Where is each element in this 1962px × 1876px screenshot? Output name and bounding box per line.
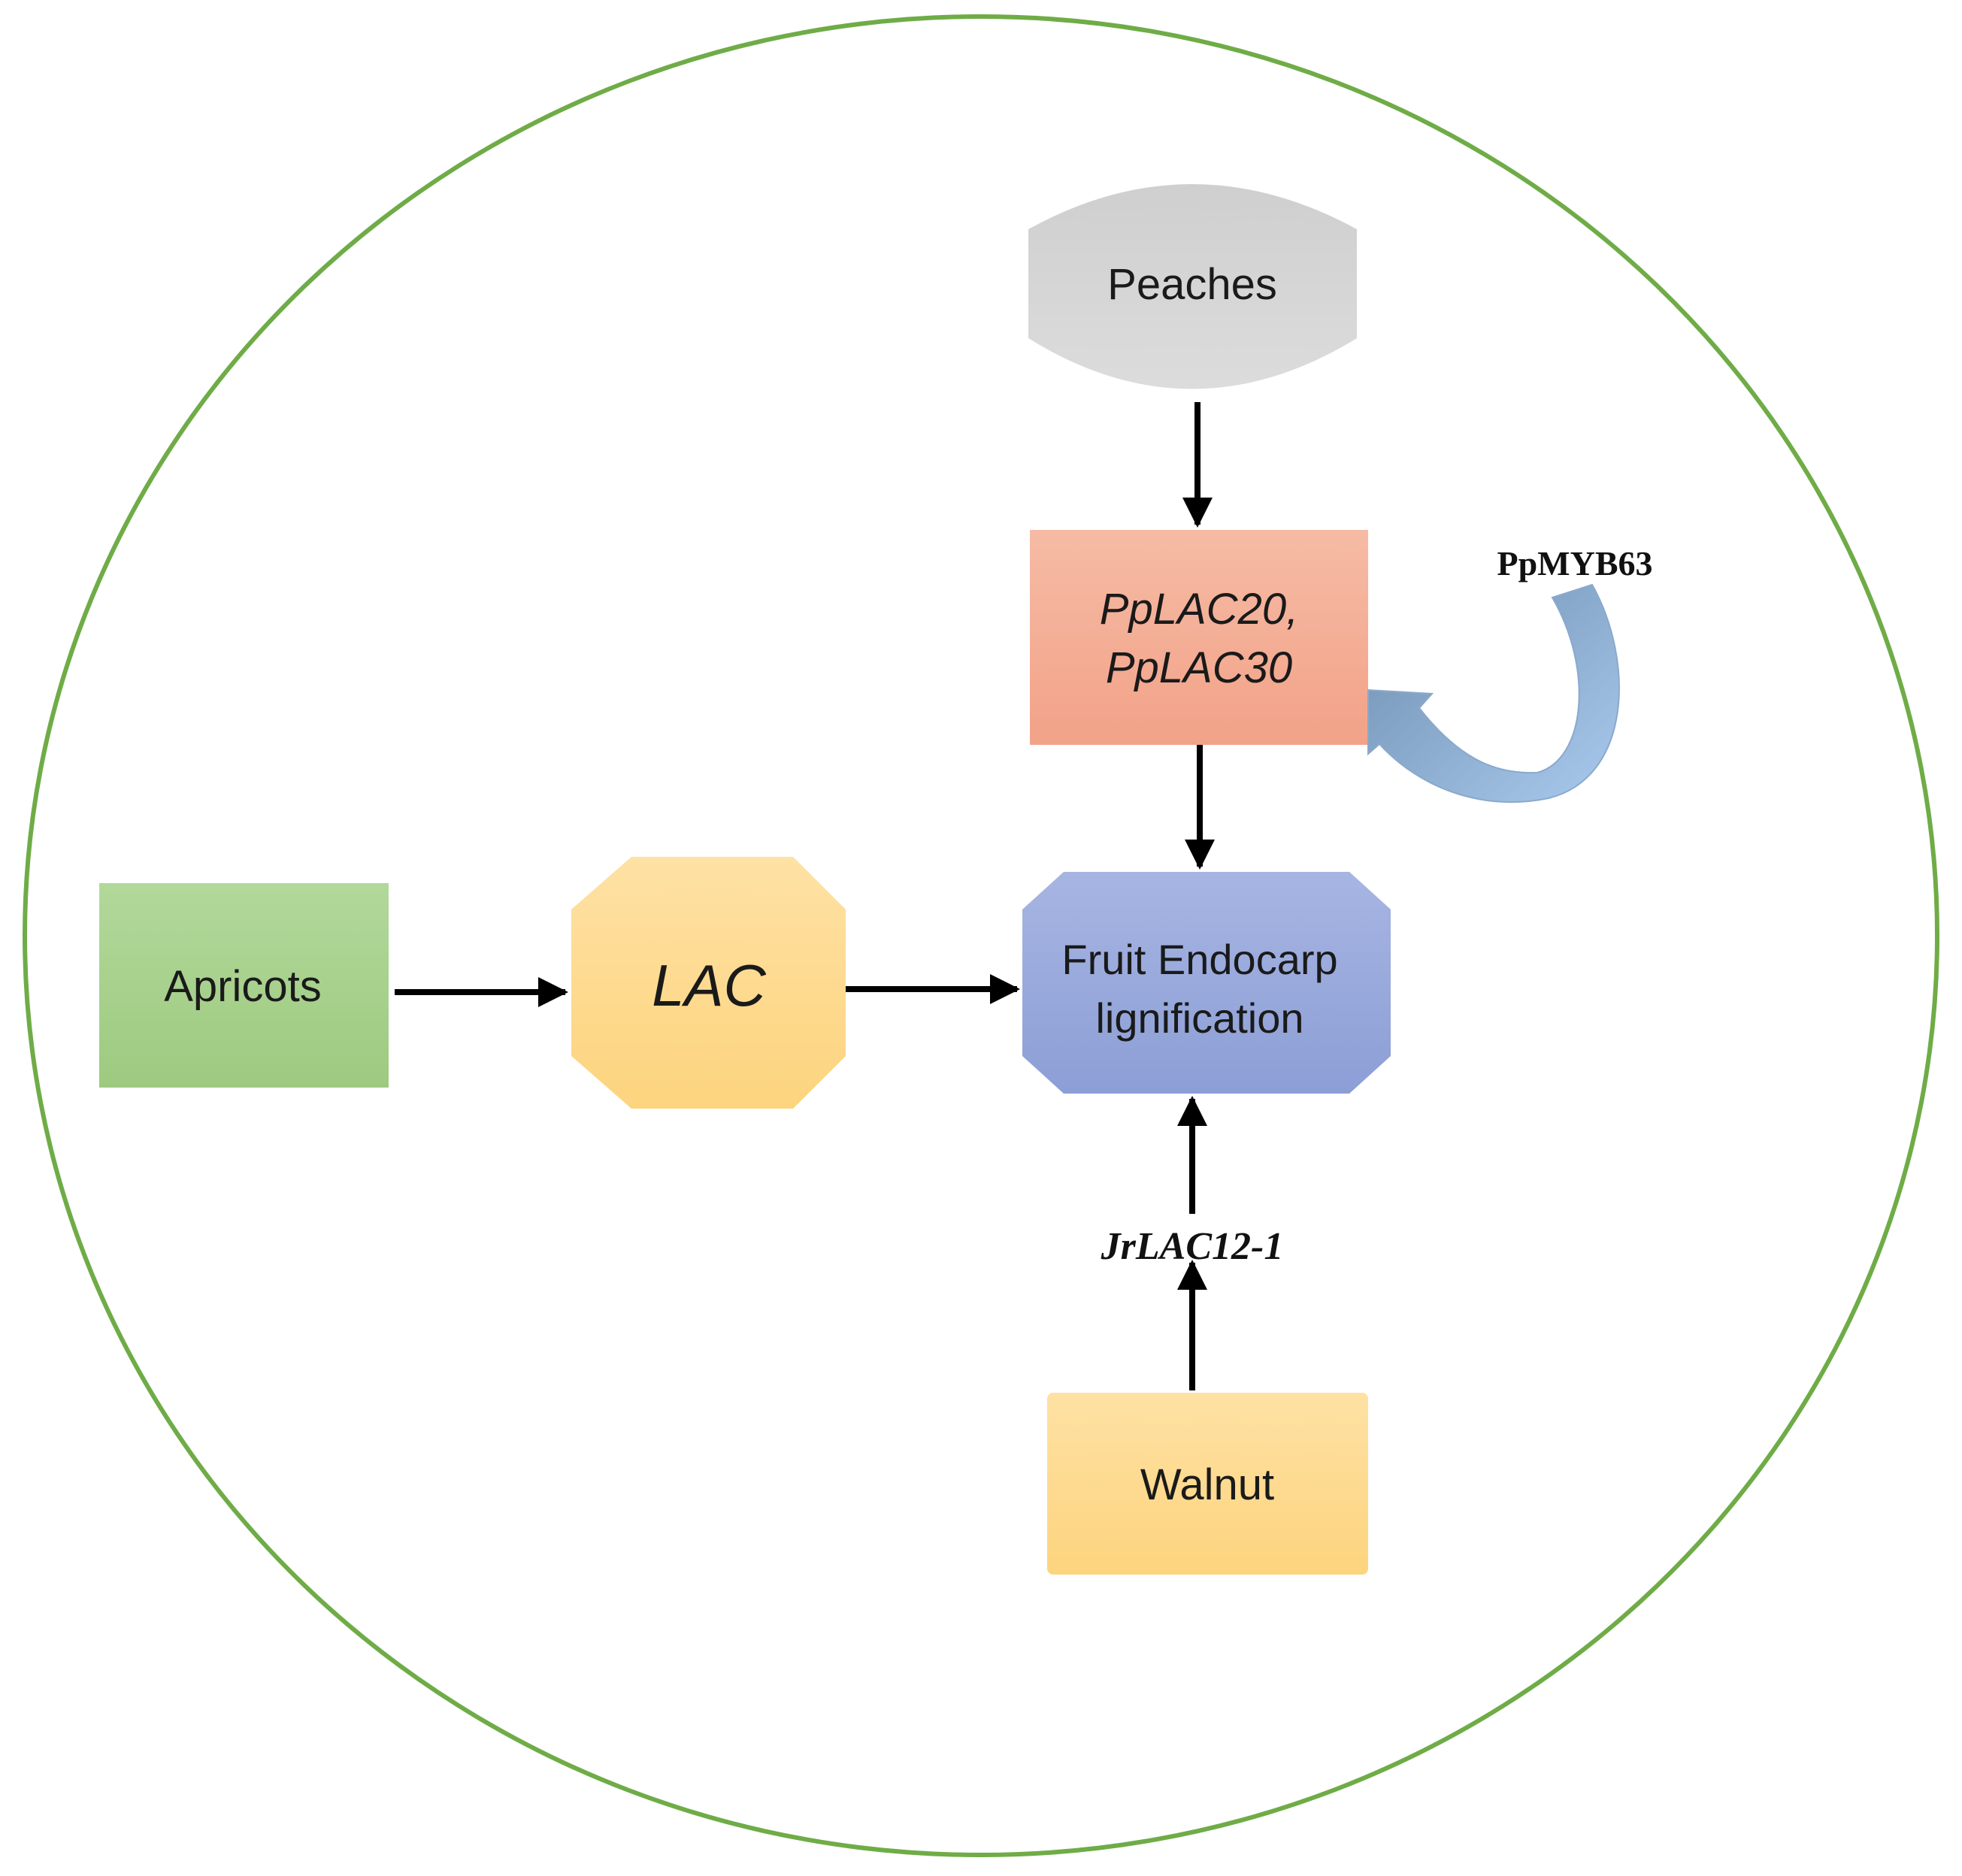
jrlac12-label: JrLAC12-1 [1101,1225,1284,1268]
curved-regulation-arrow [1367,583,1620,803]
ppmyb63-label: PpMYB63 [1497,544,1653,582]
peaches-node: Peaches [1028,184,1357,389]
apricots-node: Apricots [99,883,389,1088]
lac-node: LAC [571,857,846,1109]
endocarp-shape [1022,872,1391,1094]
pplac-label-line2: PpLAC30 [1106,643,1292,692]
apricots-shape [99,883,389,1088]
walnut-shape [1047,1393,1368,1575]
pplac-shape [1030,530,1368,745]
pplac-label-line1: PpLAC20, [1100,585,1298,634]
lac-shape [571,857,846,1109]
endocarp-label-line1: Fruit Endocarp [1061,936,1337,983]
endocarp-label-line2: lignification [1095,994,1303,1042]
pplac-node: PpLAC20, PpLAC30 [1030,530,1368,745]
walnut-node: Walnut [1047,1393,1368,1575]
lac-label: LAC [652,952,766,1018]
endocarp-node: Fruit Endocarp lignification [1022,872,1391,1094]
apricots-label: Apricots [164,962,322,1011]
walnut-label: Walnut [1140,1460,1274,1509]
outer-circle [23,14,1939,1857]
peaches-shape [1028,184,1357,389]
peaches-label: Peaches [1107,260,1277,309]
